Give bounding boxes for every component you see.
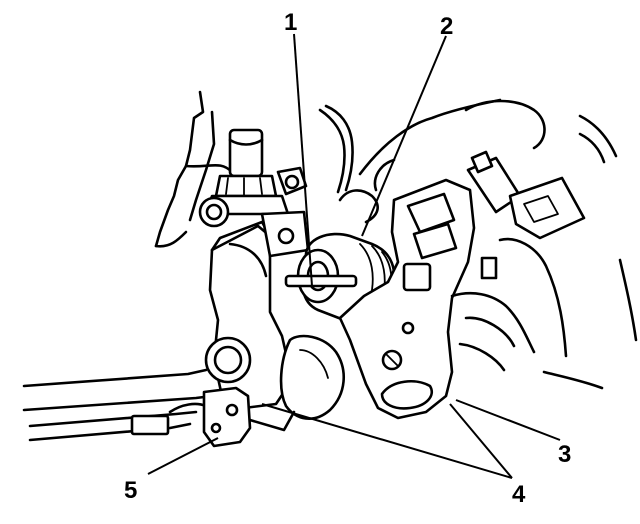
- leader-5: [147, 437, 219, 475]
- leader-lines: [147, 33, 561, 479]
- upper-bracket: [154, 90, 234, 248]
- technician-hand: [338, 98, 638, 390]
- pivot-bolt: [204, 336, 252, 384]
- callout-3: 3: [558, 441, 571, 468]
- cable-end-fitting: [202, 386, 296, 448]
- callout-4: 4: [512, 481, 526, 508]
- leader-4b: [449, 403, 513, 479]
- wire-loop: [318, 104, 354, 194]
- electrical-connector: [466, 150, 586, 240]
- leader-1: [293, 33, 313, 287]
- lower-flange: [279, 334, 346, 420]
- callout-labels: 1 2 3 4 5: [124, 9, 571, 508]
- left-boss-bolt: [198, 196, 230, 228]
- leader-2: [361, 35, 447, 237]
- callout-5: 5: [124, 477, 137, 504]
- leader-4a: [261, 403, 513, 479]
- callout-1: 1: [284, 9, 297, 36]
- control-cable: [22, 368, 214, 442]
- leader-3: [455, 399, 561, 441]
- adjustment-plate: [338, 178, 498, 420]
- callout-2: 2: [440, 13, 453, 40]
- bracket-nut: [276, 166, 308, 196]
